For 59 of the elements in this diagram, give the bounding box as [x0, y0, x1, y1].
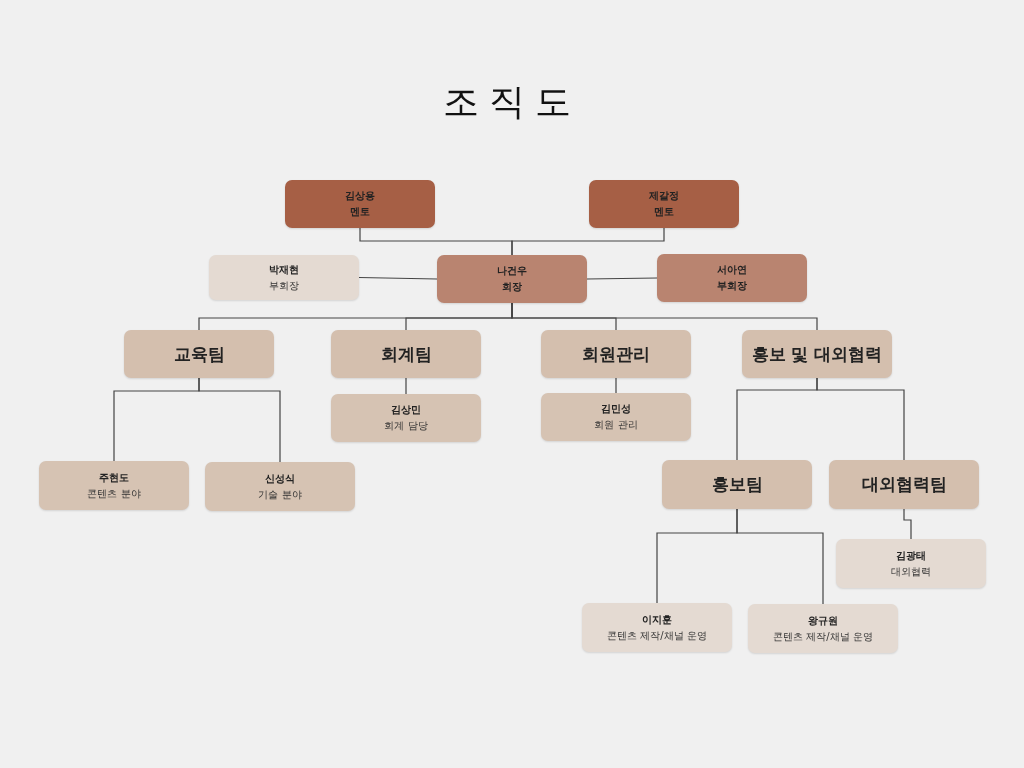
role-text: 대외협력 — [891, 564, 931, 579]
person-box — [205, 462, 355, 511]
person-name: 신성식 — [265, 471, 295, 486]
person-name: 나건우 — [497, 264, 527, 278]
team-name: 회계팀 — [380, 342, 432, 366]
connector-line — [736, 508, 824, 605]
role-text: 멘토 — [654, 205, 674, 219]
person-name: 주현도 — [99, 470, 129, 485]
connector-line — [903, 508, 912, 540]
team-name: 회원관리 — [582, 342, 650, 366]
person-name: 이지훈 — [642, 612, 672, 627]
person-box — [437, 255, 587, 303]
person-name: 왕규원 — [808, 613, 838, 628]
role-text: 콘텐츠 분야 — [87, 486, 141, 501]
team-name: 홍보 및 대외협력 — [751, 342, 883, 366]
person-box — [209, 255, 359, 300]
team-box — [829, 460, 979, 509]
team-box — [541, 330, 691, 378]
role-text: 콘텐츠 제작/채널 운영 — [607, 628, 707, 643]
connector-line — [816, 377, 905, 461]
connector-line — [511, 227, 665, 256]
person-name: 김광태 — [896, 548, 926, 563]
connector-line — [405, 377, 407, 395]
person-name: 김상민 — [391, 403, 421, 417]
person-box — [39, 461, 189, 510]
team-name: 교육팀 — [173, 342, 225, 366]
person-name: 제갈정 — [649, 189, 679, 203]
person-name: 김민성 — [601, 402, 631, 416]
person-box — [589, 180, 739, 228]
team-box — [662, 460, 812, 509]
connector-line — [358, 276, 438, 280]
person-name: 박재현 — [269, 262, 299, 277]
person-box — [541, 393, 691, 441]
role-text: 콘텐츠 제작/채널 운영 — [773, 629, 873, 644]
connector-line — [511, 302, 818, 331]
person-name: 서아연 — [717, 263, 747, 277]
connector-line — [198, 377, 281, 463]
role-text: 멘토 — [350, 205, 370, 219]
team-box — [124, 330, 274, 378]
connector-line — [615, 377, 617, 394]
team-name: 대외협력팀 — [861, 473, 947, 496]
person-box — [582, 603, 732, 652]
person-box — [836, 539, 986, 588]
role-text: 회장 — [502, 280, 522, 294]
person-name: 김상용 — [345, 189, 375, 203]
role-text: 부회장 — [717, 279, 747, 293]
title: 조직도 — [442, 80, 582, 124]
person-box — [285, 180, 435, 228]
connector-line — [586, 277, 658, 280]
role-text: 부회장 — [269, 278, 299, 293]
role-text: 기술 분야 — [258, 487, 302, 502]
role-text: 회원 관리 — [594, 418, 638, 432]
team-name: 홍보팀 — [711, 473, 763, 496]
role-text: 회계 담당 — [384, 419, 428, 433]
team-box — [742, 330, 892, 378]
person-box — [748, 604, 898, 653]
team-box — [331, 330, 481, 378]
person-box — [657, 254, 807, 302]
person-box — [331, 394, 481, 442]
